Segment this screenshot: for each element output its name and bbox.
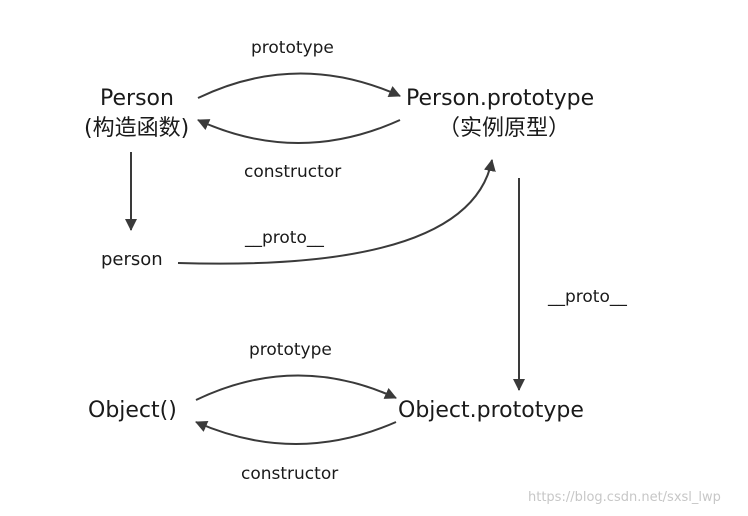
arrow-person-constructor bbox=[197, 119, 401, 144]
node-person-instance: person bbox=[101, 249, 163, 270]
node-person-prototype-note: （实例原型） bbox=[438, 116, 571, 141]
edge-label-person-constructor: constructor bbox=[244, 162, 342, 182]
edge-label-object-prototype: prototype bbox=[249, 340, 332, 360]
edge-label-instance-proto: __proto__ bbox=[245, 228, 324, 248]
watermark-text: https://blog.csdn.net/sxsl_lwp bbox=[528, 490, 721, 505]
arrow-object-prototype bbox=[195, 374, 397, 401]
edge-label-object-constructor: constructor bbox=[241, 464, 339, 484]
edge-label-person-prototype: prototype bbox=[251, 38, 334, 58]
arrow-object-constructor bbox=[195, 420, 397, 445]
node-person-constructor-note: (构造函数) bbox=[84, 116, 190, 141]
arrow-instance-proto bbox=[177, 159, 496, 265]
node-object-prototype: Object.prototype bbox=[398, 398, 584, 423]
node-object-constructor: Object() bbox=[88, 398, 177, 423]
edge-label-proto-chain: __proto__ bbox=[548, 287, 627, 307]
node-person-prototype: Person.prototype bbox=[406, 86, 595, 111]
arrow-person-prototype bbox=[197, 72, 401, 99]
node-person-constructor: Person bbox=[100, 86, 174, 111]
